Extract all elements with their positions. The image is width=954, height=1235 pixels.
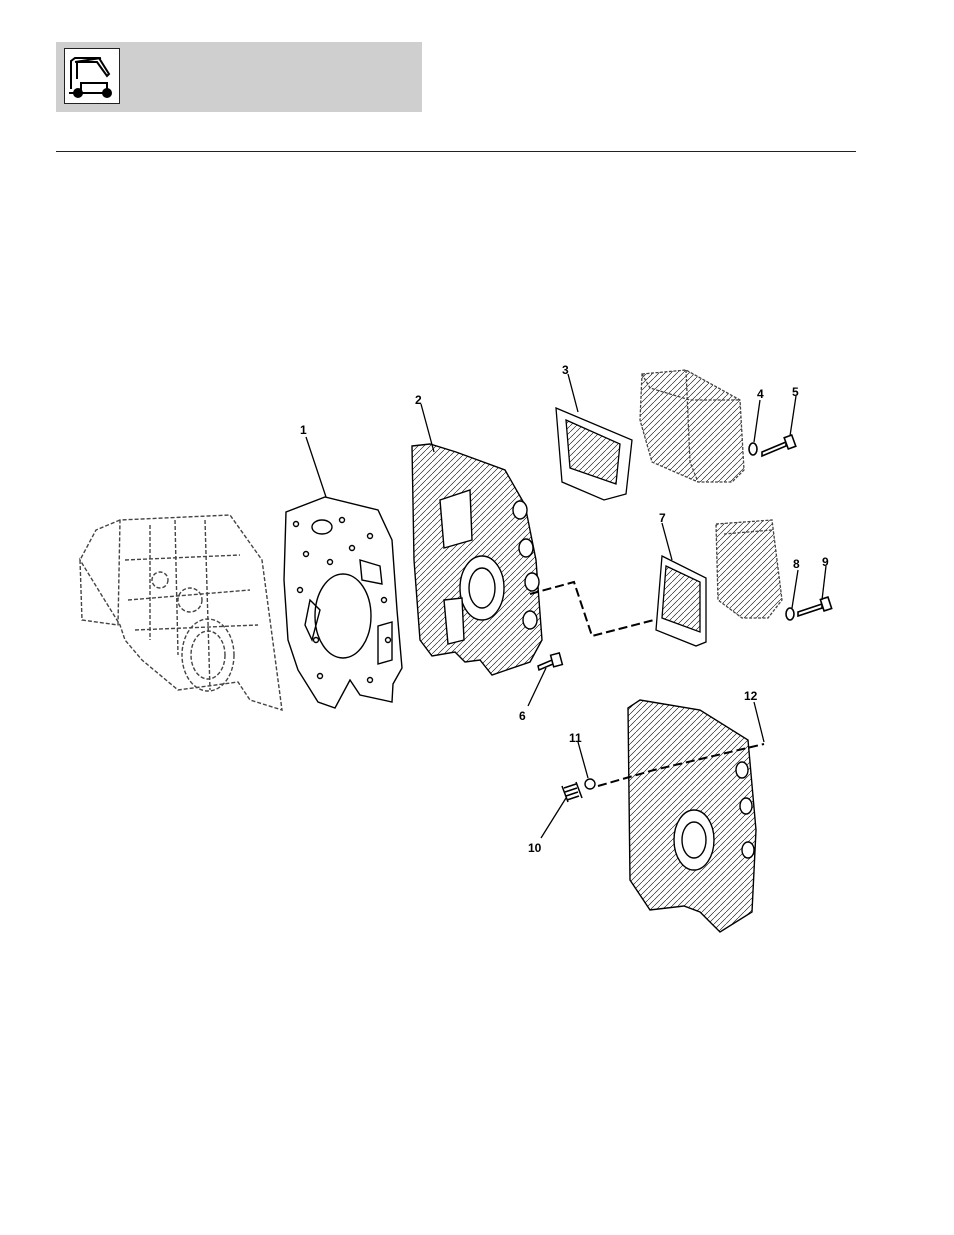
callout-6: 6 xyxy=(519,709,526,723)
callout-1: 1 xyxy=(300,423,307,437)
callout-7: 7 xyxy=(659,511,666,525)
callout-3: 3 xyxy=(562,363,569,377)
transmission-housing xyxy=(80,515,282,710)
lower-valve-block xyxy=(716,520,782,618)
part-3-plate xyxy=(556,408,632,500)
part-9-bolt xyxy=(798,597,832,616)
callout-9: 9 xyxy=(822,555,829,569)
part-8-washer xyxy=(786,608,794,620)
part-4-washer xyxy=(749,443,757,455)
part-12-pump-body-assembly xyxy=(628,700,756,932)
callout-12: 12 xyxy=(744,689,758,703)
part-2-pump-body xyxy=(412,444,542,675)
callout-10: 10 xyxy=(528,841,542,855)
callout-4: 4 xyxy=(757,387,764,401)
upper-valve-block xyxy=(640,370,744,482)
callout-8: 8 xyxy=(793,557,800,571)
part-11-ball xyxy=(585,779,595,789)
callout-2: 2 xyxy=(415,393,422,407)
part-7-plate xyxy=(656,556,706,646)
part-6-bolt xyxy=(538,653,562,670)
part-1-gasket xyxy=(284,497,402,708)
callout-5: 5 xyxy=(792,385,799,399)
part-5-bolt xyxy=(762,435,796,456)
callout-11: 11 xyxy=(569,731,582,745)
